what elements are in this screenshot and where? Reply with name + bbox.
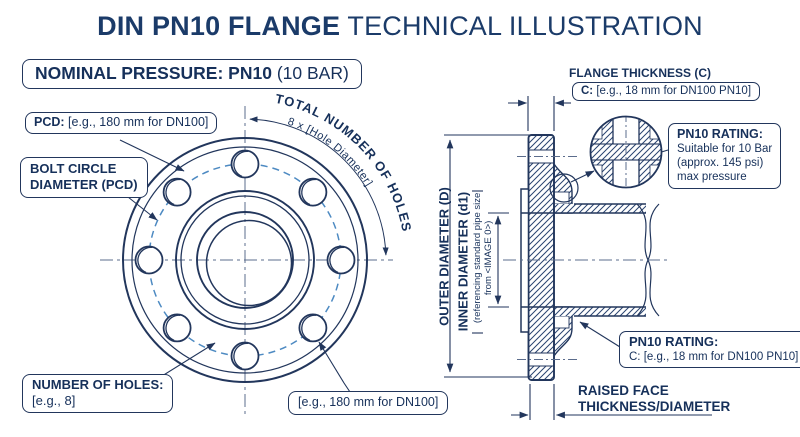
raised-face-dimension (511, 384, 712, 420)
outer-chamfer-circle (131, 146, 359, 374)
title-bold: DIN PN10 FLANGE (97, 11, 341, 41)
inner-diameter-note: (referencing standard pipe size from <IM… (472, 168, 495, 348)
pcd-example-text: [e.g., 180 mm for DN100] (64, 115, 209, 129)
outer-diameter-dimension (444, 134, 532, 378)
inner-diameter-label: INNER DIAMETER (d1) (455, 191, 471, 332)
pn10-top-line3: max pressure (677, 171, 747, 184)
inner-diameter-dimension (472, 190, 509, 334)
pipe-wall-top (554, 204, 646, 213)
pcd-example-callout: PCD: [e.g., 180 mm for DN100] (25, 112, 218, 135)
raised-face-line2: THICKNESS/DIAMETER (578, 398, 731, 414)
raised-face-label: RAISED FACE THICKNESS/DIAMETER (578, 383, 730, 414)
bolt-circle-line2: DIAMETER (PCD) (30, 176, 138, 192)
pn10-top-line1: Suitable for 10 Bar (677, 143, 773, 156)
pcd-example-bold: PCD: (34, 115, 65, 129)
bolt-hole (326, 245, 356, 275)
detail-bubble (589, 115, 669, 189)
bolt-circle-leader (127, 196, 158, 221)
num-holes-line1: NUMBER OF HOLES: (32, 377, 164, 392)
weld-notch-bottom (553, 315, 570, 329)
dn100-leader (318, 341, 351, 393)
detail-leader-arrow (570, 170, 595, 183)
bolt-hole (298, 177, 328, 207)
outer-circle (122, 137, 368, 383)
flange-plate-section (528, 135, 554, 380)
flange-front-view: TOTAL NUMBER OF HOLES 8 x [Hole Diameter… (100, 91, 414, 414)
bore-circle (196, 211, 294, 309)
bolt-circle-line1: BOLT CIRCLE (30, 161, 117, 176)
flange-side-view (444, 96, 712, 420)
num-holes-line2: [e.g., 8] (32, 392, 76, 408)
bolt-hole (230, 341, 260, 371)
pcd-leader (119, 139, 185, 172)
nominal-pressure-regular: (10 BAR) (271, 63, 349, 83)
bolt-hole (162, 177, 192, 207)
inner-diameter-note-line2: from <IMAGE 0>) (483, 220, 494, 296)
bolt-hole (162, 313, 192, 343)
raised-face-inner-circle (180, 195, 310, 325)
pn10-rating-top-callout: PN10 RATING: Suitable for 10 Bar (approx… (668, 123, 782, 190)
raised-face-circle (175, 190, 315, 330)
nominal-pressure-badge: NOMINAL PRESSURE: PN10 (10 BAR) (22, 59, 362, 90)
nominal-pressure-bold: NOMINAL PRESSURE: PN10 (35, 63, 272, 83)
fillet-highlight-circle (549, 173, 579, 203)
raised-face-line1: RAISED FACE (578, 383, 669, 398)
bolt-circle-callout: BOLT CIRCLE DIAMETER (PCD) (20, 157, 148, 198)
pcd-value-text: [e.g., 180 mm for DN100] (298, 395, 439, 409)
number-of-holes-callout: NUMBER OF HOLES: [e.g., 8] (22, 374, 174, 413)
title-regular: TECHNICAL ILLUSTRATION (340, 11, 703, 41)
bore-offset-circle (205, 219, 293, 307)
pn10-top-line2: (approx. 145 psi) (677, 157, 764, 170)
c-value-callout: C: [e.g., 18 mm for DN100 PN10] (572, 82, 761, 102)
flange-thickness-dimension (508, 96, 571, 131)
c-value-text: [e.g., 18 mm for DN100 PN10] (593, 85, 752, 97)
pn10-bottom-title: PN10 RATING: (629, 334, 719, 349)
c-value-bold: C: (581, 85, 594, 97)
bolt-hole (230, 149, 260, 179)
holes-arc-arrow (249, 116, 389, 256)
bolt-hole (134, 245, 164, 275)
pn10-rating-bottom-callout: PN10 RATING: C: [e.g., 18 mm for DN100 P… (619, 331, 800, 368)
pcd-value-callout: [e.g., 180 mm for DN100] (288, 391, 449, 416)
pn10-bottom-leader (579, 321, 621, 348)
page-title: DIN PN10 FLANGE TECHNICAL ILLUSTRATION (0, 11, 800, 42)
bolt-hole (298, 313, 328, 343)
pn10-bottom-value: C: [e.g., 18 mm for DN100 PN10] (629, 350, 799, 363)
outer-diameter-label: OUTER DIAMETER (D) (436, 187, 452, 326)
pipe-wall-bottom (554, 307, 646, 316)
flange-thickness-label: FLANGE THICKNESS (C) (569, 66, 711, 80)
pn10-top-title: PN10 RATING: (677, 127, 763, 141)
